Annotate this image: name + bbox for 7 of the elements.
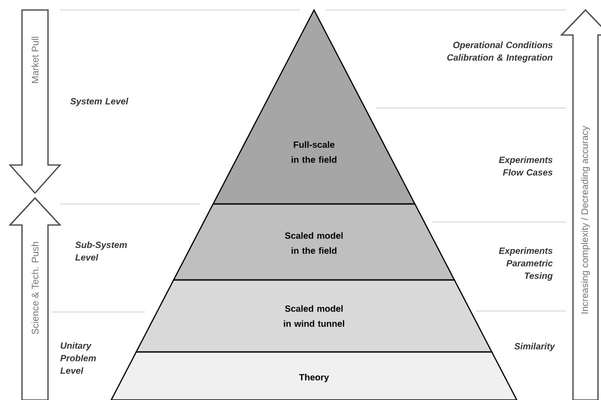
level-label: Experiments Flow Cases (498, 156, 552, 176)
level-label: Experiments Parametric Tesing (498, 247, 553, 281)
level-label: Operational Conditions Calibration & Integration (447, 42, 553, 62)
level-label: System Level (70, 98, 128, 106)
level-label: Unitary Problem Level (60, 342, 96, 374)
level-label: Similarity (514, 342, 556, 352)
level-label: Sub-System Level (75, 241, 127, 261)
